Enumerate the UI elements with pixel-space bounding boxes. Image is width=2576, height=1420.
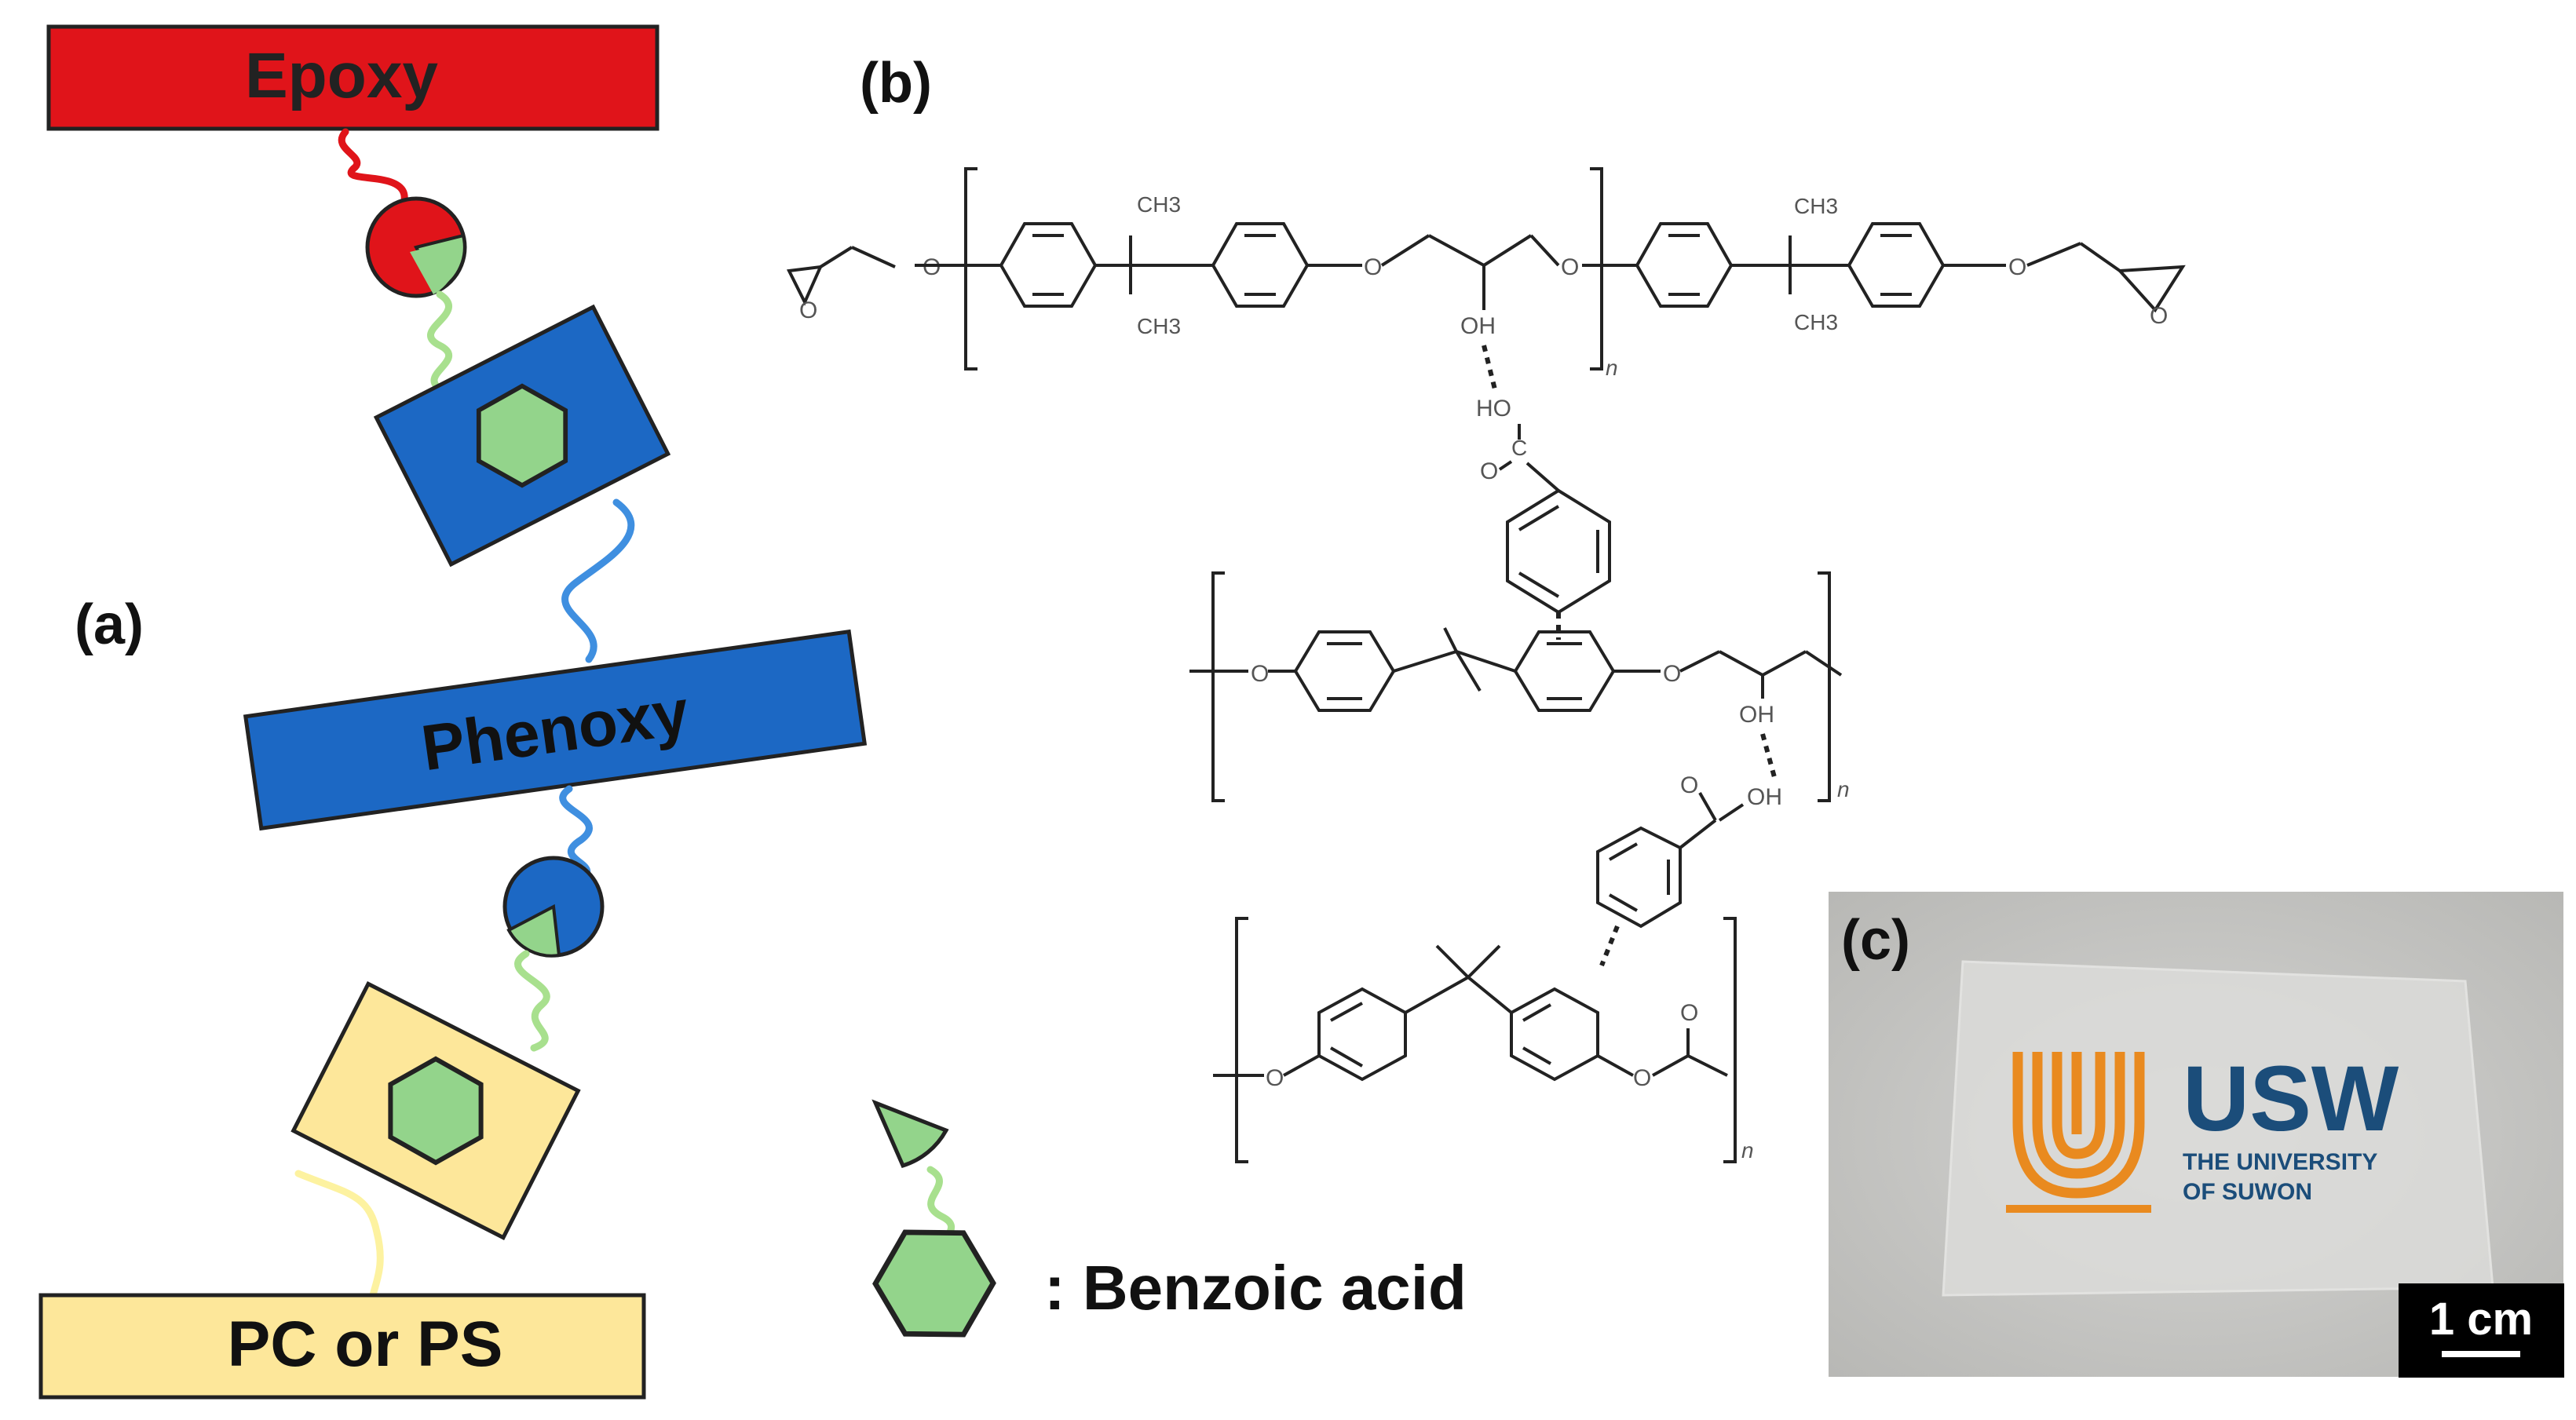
panel-b-label: (b) xyxy=(860,52,932,115)
svg-text:C: C xyxy=(1511,436,1527,460)
svg-text:n: n xyxy=(1837,777,1850,801)
svg-text:O: O xyxy=(1364,254,1382,280)
svg-text:O: O xyxy=(2150,303,2168,329)
epoxy-chain xyxy=(338,128,408,204)
svg-text:O: O xyxy=(1633,1065,1651,1091)
phenoxy-structure: O O OH n xyxy=(1189,571,1850,802)
svg-text:O: O xyxy=(1251,661,1269,687)
usw-logo xyxy=(2006,1052,2151,1213)
pcps-chain xyxy=(294,1170,384,1299)
panel-c-label: (c) xyxy=(1841,909,1910,972)
svg-text:n: n xyxy=(1741,1138,1754,1163)
usw-logo-subtitle-1: THE UNIVERSITY xyxy=(2183,1149,2377,1175)
legend: : Benzoic acid xyxy=(861,1099,1467,1360)
phenoxy-chain-upper xyxy=(561,498,635,663)
pcps-block: PC or PS xyxy=(38,1293,646,1400)
phenoxy-chain-lower xyxy=(559,785,593,883)
svg-text:OH: OH xyxy=(1739,702,1774,728)
svg-text:CH3: CH3 xyxy=(1794,310,1838,334)
svg-text:HO: HO xyxy=(1476,396,1511,422)
benzoic-chain-upper xyxy=(427,290,453,396)
svg-text:OH: OH xyxy=(1460,313,1496,339)
benzoic-acid-legend-label: : Benzoic acid xyxy=(1044,1253,1467,1323)
svg-text:O: O xyxy=(923,254,941,280)
svg-text:CH3: CH3 xyxy=(1794,194,1838,218)
benzoic-chain-lower xyxy=(514,950,550,1052)
benzoic-acid-structure-1: HO C O xyxy=(1476,396,1611,615)
pcps-label: PC or PS xyxy=(228,1309,503,1380)
svg-text:O: O xyxy=(1680,1000,1698,1026)
scale-bar: 1 cm xyxy=(2399,1283,2564,1378)
epoxy-structure: O O CH3 CH3 O O xyxy=(786,167,2186,380)
svg-text:O: O xyxy=(1266,1065,1284,1091)
usw-logo-subtitle-2: OF SUWON xyxy=(2183,1179,2312,1205)
svg-text:O: O xyxy=(1680,772,1698,798)
svg-text:CH3: CH3 xyxy=(1137,314,1181,338)
panel-a: Epoxy (a) Phenoxy xyxy=(38,24,868,1400)
scale-bar-label: 1 cm xyxy=(2429,1294,2533,1345)
svg-text:O: O xyxy=(2008,254,2026,280)
svg-text:O: O xyxy=(1480,458,1498,484)
legend-wedge-icon xyxy=(871,1099,949,1169)
legend-hexagon-icon xyxy=(861,1207,1007,1359)
phenoxy-benzoic-box-upper xyxy=(373,304,671,568)
panel-b: (b) O O CH3 CH3 O xyxy=(786,52,2186,1163)
svg-text:OH: OH xyxy=(1747,784,1782,810)
panel-a-label: (a) xyxy=(75,593,144,656)
svg-text:O: O xyxy=(1663,661,1681,687)
epoxy-label: Epoxy xyxy=(245,40,438,111)
epoxy-reactive-circle xyxy=(365,196,467,298)
epoxy-block: Epoxy xyxy=(46,24,660,131)
panel-c: USW THE UNIVERSITY OF SUWON (c) 1 cm xyxy=(1827,890,2565,1378)
benzoic-acid-structure-2: OH O xyxy=(1596,772,1782,929)
svg-text:O: O xyxy=(1561,254,1579,280)
polycarbonate-structure: O O O n xyxy=(1213,917,1754,1163)
phenoxy-reactive-circle xyxy=(502,856,605,958)
svg-text:CH3: CH3 xyxy=(1137,192,1181,217)
svg-text:O: O xyxy=(799,298,817,323)
svg-text:n: n xyxy=(1606,356,1618,380)
usw-logo-text: USW xyxy=(2183,1047,2399,1151)
phenoxy-block: Phenoxy xyxy=(243,629,868,831)
pcps-benzoic-box xyxy=(290,980,581,1241)
